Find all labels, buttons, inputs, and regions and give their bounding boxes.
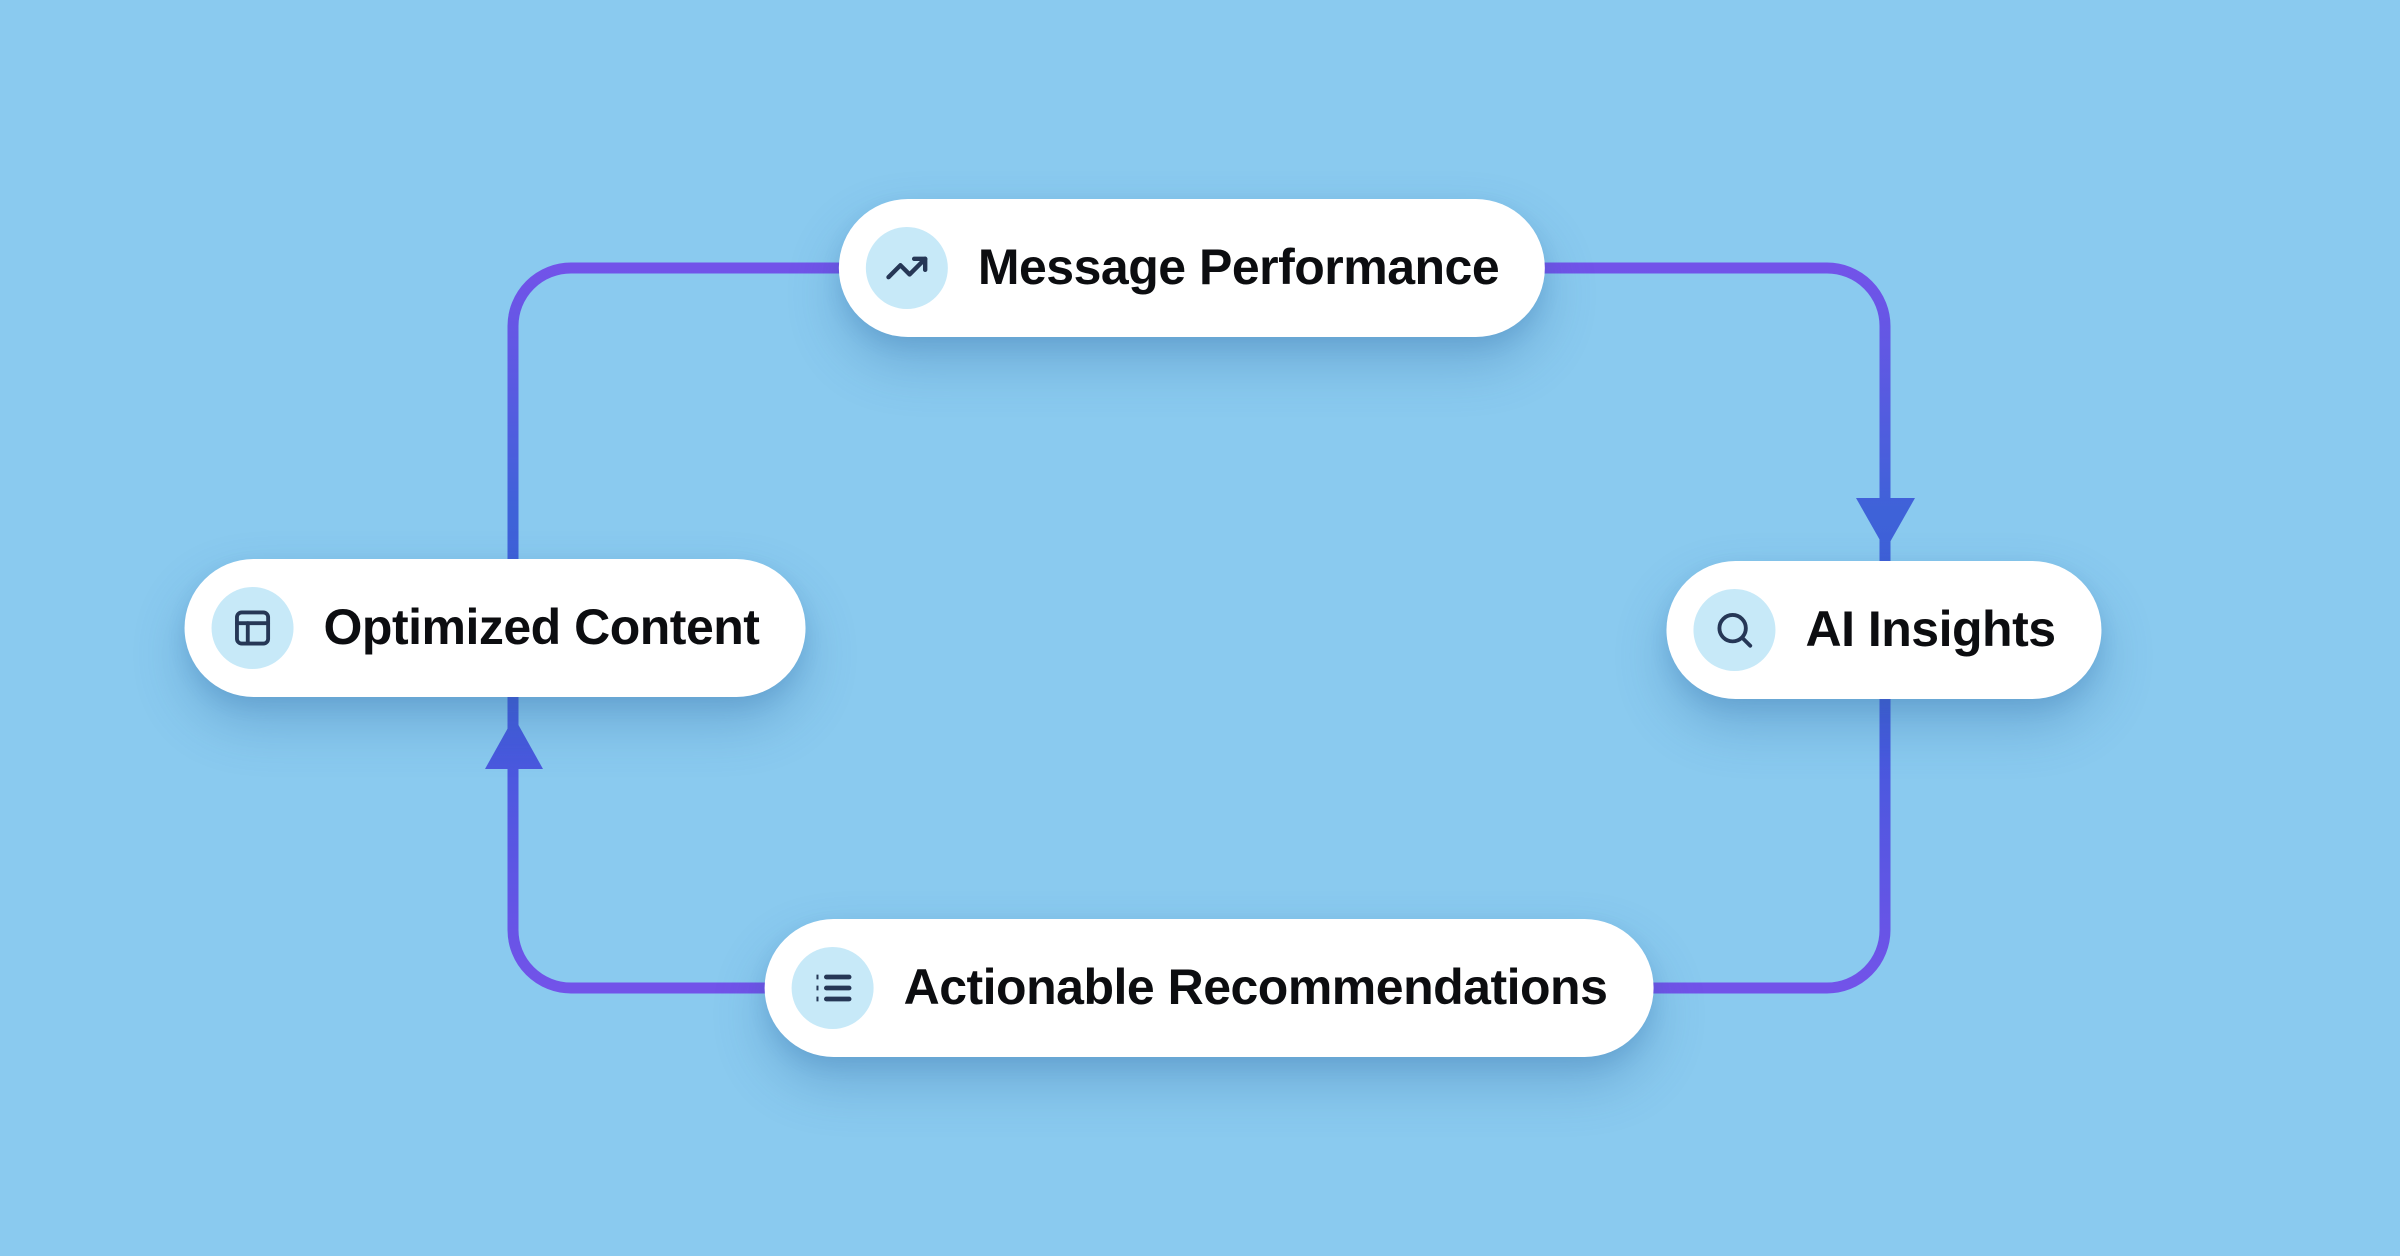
trending-up-icon: [886, 256, 928, 280]
icon-badge: [1693, 589, 1776, 671]
node-label: Actionable Recommendations: [903, 959, 1608, 1015]
node-message-performance: Message Performance: [838, 199, 1546, 337]
node-optimized-content: Optimized Content: [184, 559, 806, 697]
node-label: Message Performance: [977, 239, 1500, 295]
search-icon: [1717, 613, 1753, 648]
icon-badge: [791, 947, 874, 1029]
arrowhead-down-icon: [1856, 498, 1915, 550]
list-icon: [816, 974, 852, 1002]
node-actionable-recommendations: Actionable Recommendations: [764, 919, 1654, 1057]
node-ai-insights: AI Insights: [1666, 561, 2102, 699]
icon-badge: [865, 227, 948, 309]
node-label: AI Insights: [1805, 601, 2056, 657]
arrowhead-up-icon: [485, 717, 543, 769]
icon-badge: [211, 587, 294, 669]
node-label: Optimized Content: [323, 599, 760, 655]
layout-icon: [235, 610, 271, 646]
